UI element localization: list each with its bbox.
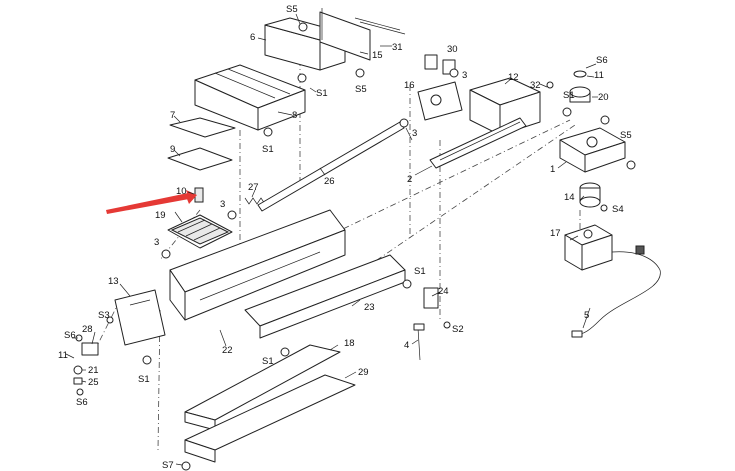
part-8-tray [194, 64, 306, 131]
label-11-right: 11 [594, 70, 604, 81]
label-s7: S7 [162, 460, 174, 471]
label-s1-d: S1 [414, 266, 426, 277]
label-12: 12 [508, 72, 519, 83]
label-s3: S3 [98, 310, 110, 321]
label-3-c: 3 [412, 128, 417, 139]
label-14: 14 [564, 192, 575, 203]
part-26-shaft [257, 121, 405, 212]
label-s1-b: S1 [262, 144, 274, 155]
part-11-washer-top [573, 70, 587, 78]
part-9-plate [167, 147, 233, 171]
label-8: 8 [292, 110, 297, 121]
part-5-cable [571, 245, 661, 338]
label-s1-f: S1 [138, 374, 150, 385]
label-28: 28 [82, 324, 93, 335]
label-24: 24 [438, 286, 449, 297]
label-s1-e: S1 [262, 356, 274, 367]
part-30-clips [424, 54, 456, 75]
part-28-clip [81, 342, 99, 356]
part-22-main-frame [169, 209, 346, 321]
label-31: 31 [392, 42, 403, 53]
label-9: 9 [170, 144, 175, 155]
label-3-d: 3 [462, 70, 467, 81]
label-16: 16 [404, 80, 415, 91]
label-20: 20 [598, 92, 609, 103]
part-16-bracket [417, 81, 463, 121]
label-23: 23 [364, 302, 375, 313]
label-10: 10 [176, 186, 187, 197]
label-25: 25 [88, 377, 99, 388]
part-13-side-plate [114, 289, 166, 346]
label-s2: S2 [452, 324, 464, 335]
label-6: 6 [250, 32, 255, 43]
part-1-motor-bracket [559, 127, 626, 173]
label-s1-c: S1 [563, 90, 575, 101]
part-6-top-cover [264, 17, 346, 71]
highlight-arrow [105, 190, 197, 214]
label-32: 32 [530, 80, 541, 91]
label-s6-left-bottom: S6 [76, 397, 88, 408]
label-s6-left-top: S6 [64, 330, 76, 341]
label-27: 27 [248, 182, 259, 193]
label-21: 21 [88, 365, 99, 376]
part-23-rail [244, 254, 406, 339]
screws [75, 22, 636, 471]
label-5: 5 [584, 310, 589, 321]
label-26: 26 [324, 176, 335, 187]
label-leaders [65, 13, 598, 466]
label-4: 4 [404, 340, 409, 351]
part-29-guide [184, 374, 356, 463]
part-2-belt [429, 117, 527, 169]
label-22: 22 [222, 345, 233, 356]
part-18-guide [184, 344, 341, 431]
part-7-plate [169, 117, 236, 138]
part-17-stepper-motor [564, 224, 613, 271]
part-24-sensor [423, 287, 439, 309]
label-s4: S4 [612, 204, 624, 215]
label-30: 30 [447, 44, 458, 55]
label-15: 15 [372, 50, 383, 61]
label-s6-right: S6 [596, 55, 608, 66]
label-7: 7 [170, 110, 175, 121]
part-20-pulley [569, 86, 591, 103]
part-19-carriage [167, 214, 233, 249]
label-1: 1 [550, 164, 555, 175]
label-19: 19 [155, 210, 166, 221]
label-3-a: 3 [220, 199, 225, 210]
label-s1-a: S1 [316, 88, 328, 99]
label-18: 18 [344, 338, 355, 349]
label-s5-mid: S5 [355, 84, 367, 95]
part-21-washer [73, 365, 83, 375]
label-17: 17 [550, 228, 561, 239]
part-4-connector [413, 323, 425, 361]
label-13: 13 [108, 276, 119, 287]
label-29: 29 [358, 367, 369, 378]
label-3-b: 3 [154, 237, 159, 248]
part-labels: S5 6 31 15 S1 S5 8 7 S1 9 10 3 19 27 26 … [58, 4, 632, 471]
part-15-bracket [319, 8, 406, 61]
part-25-pin [73, 377, 83, 385]
label-11-left: 11 [58, 350, 68, 361]
label-2: 2 [407, 174, 412, 185]
part-27-spring [244, 197, 266, 205]
label-s5-top: S5 [286, 4, 298, 15]
part-14-spacer [579, 182, 601, 208]
label-s5-right: S5 [620, 130, 632, 141]
